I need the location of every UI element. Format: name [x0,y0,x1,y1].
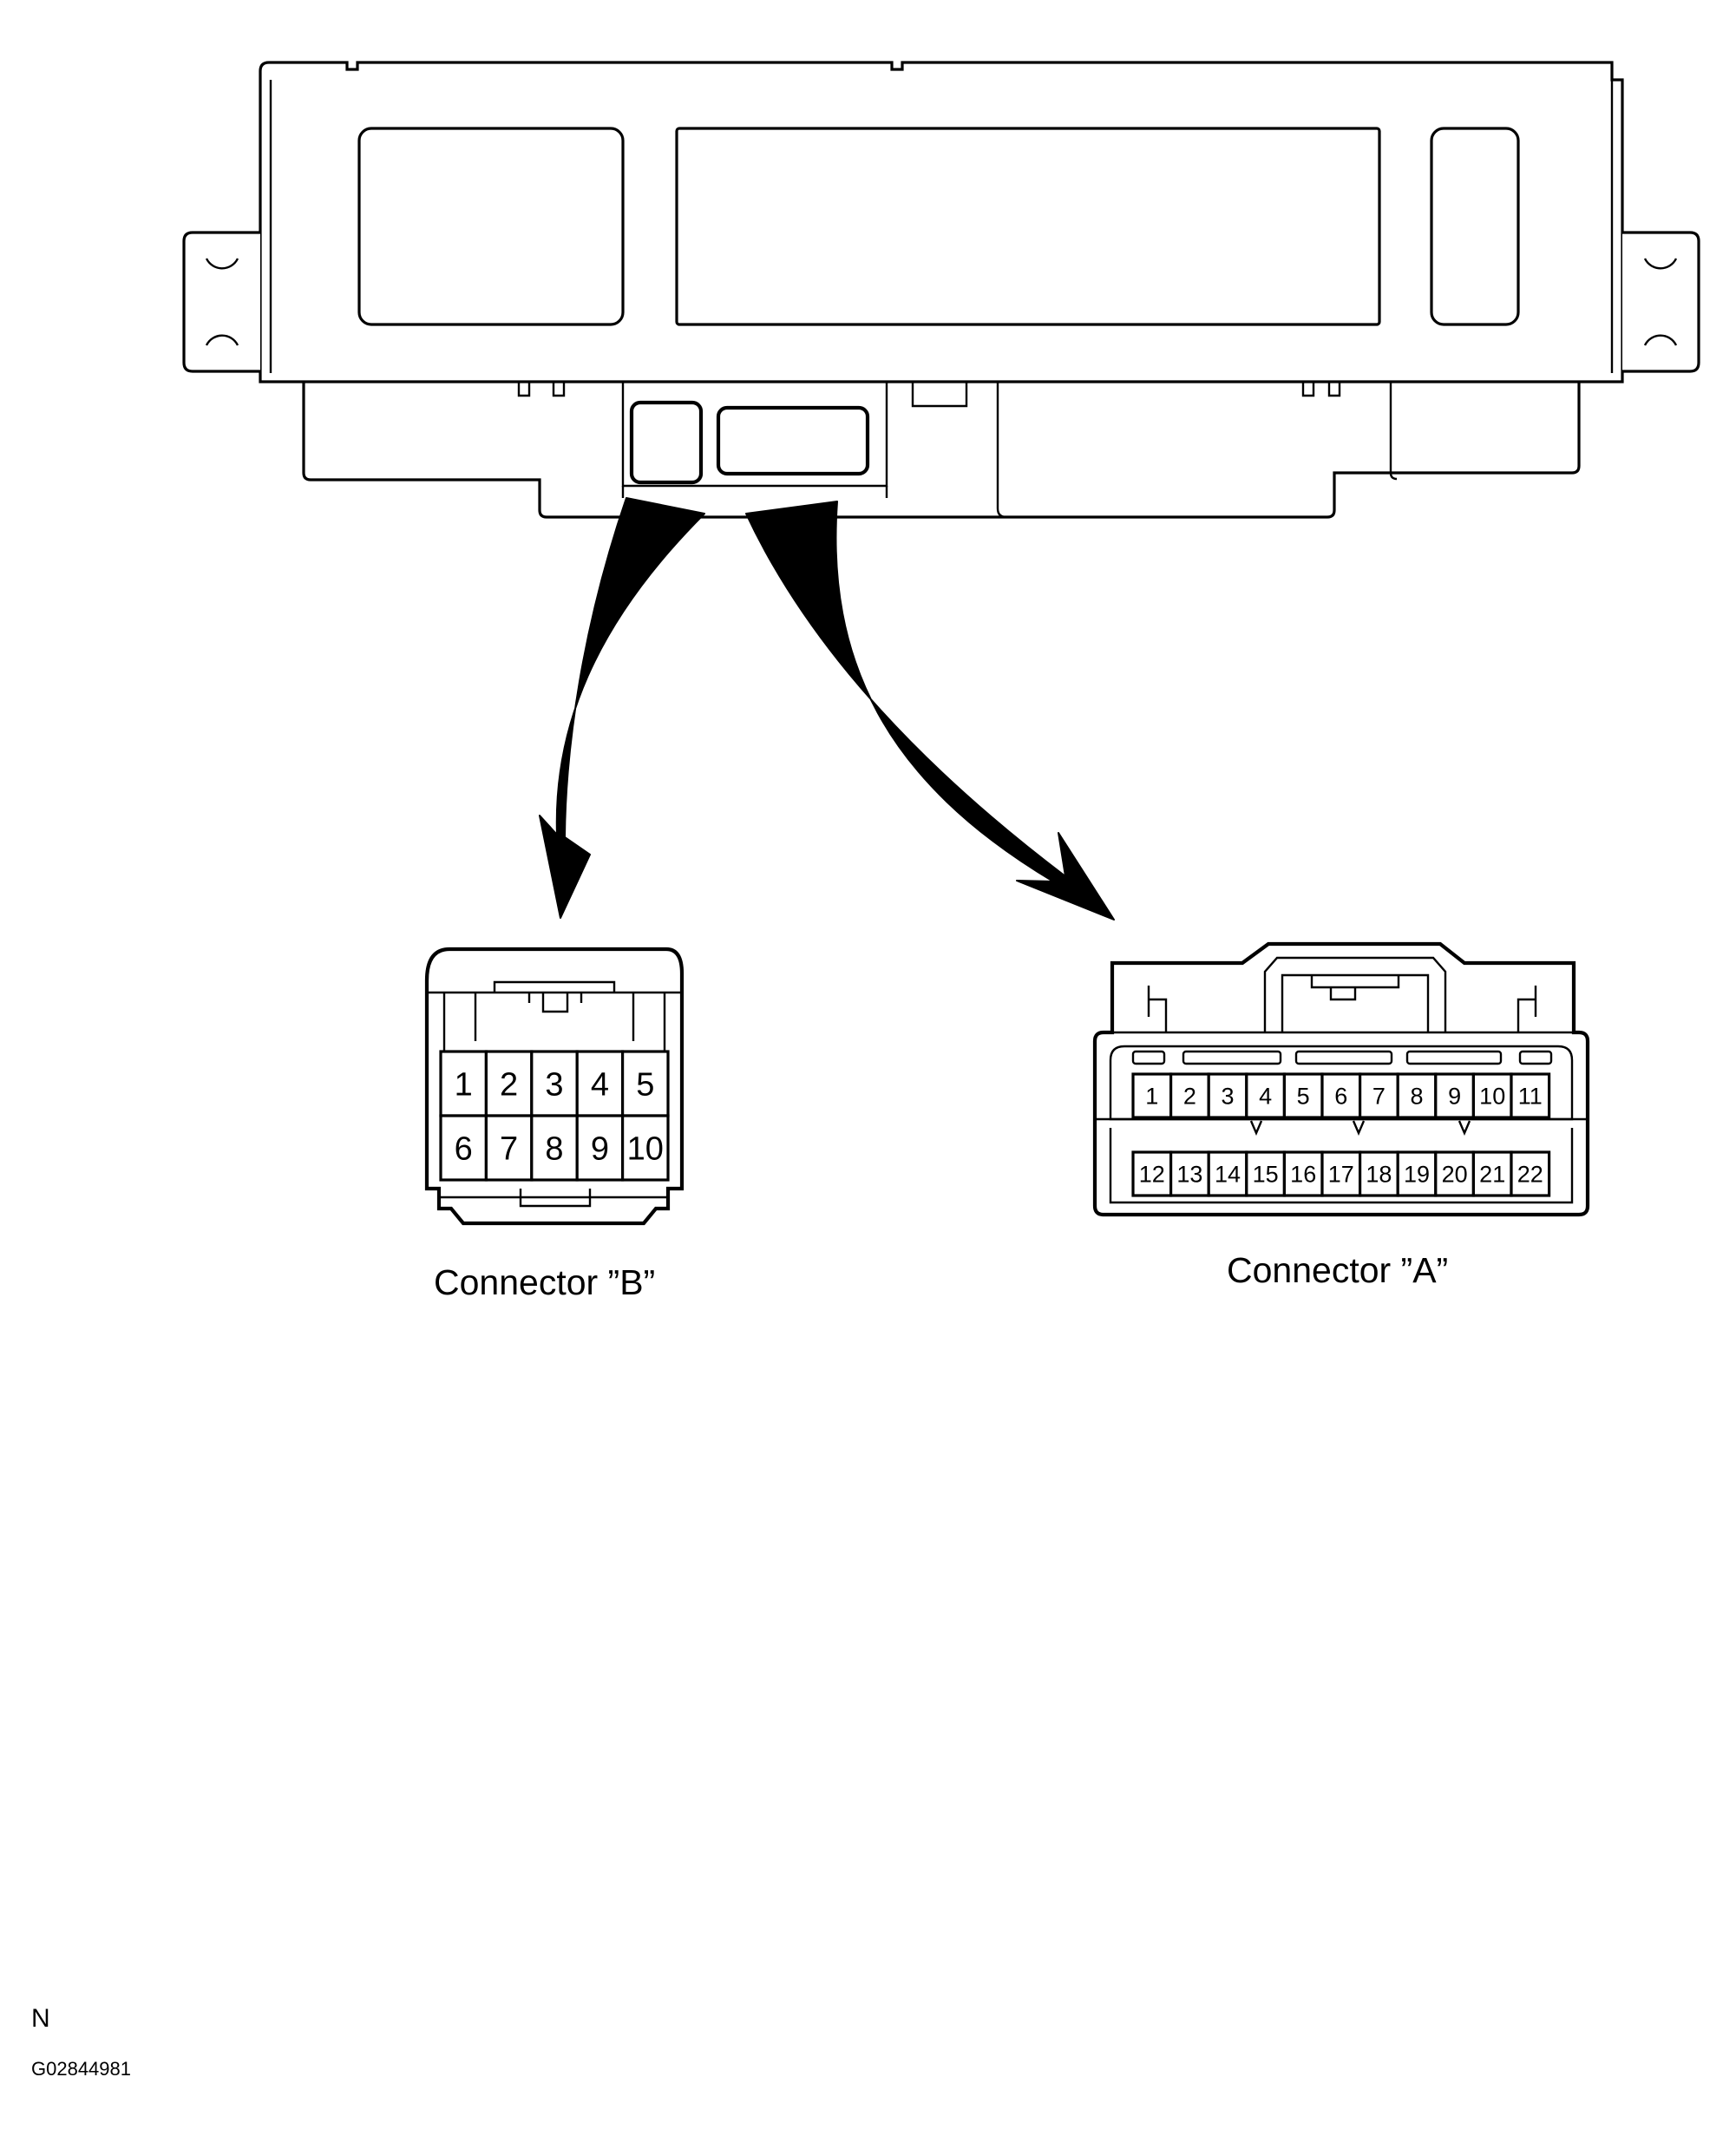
connector-b-pin-number: 3 [545,1067,563,1104]
connector-a-pin-number: 21 [1479,1162,1505,1188]
arrow-to-connector-a [745,501,1115,921]
connector-a-pin-number: 13 [1176,1162,1202,1188]
connector-a-pin-number: 14 [1215,1162,1241,1188]
connector-a-pin-cell [1396,1150,1438,1197]
unit-socket-b [629,400,704,485]
arrow-to-connector-b [539,497,705,919]
connector-a-pin-cell [1282,1072,1324,1119]
connector-a-pin-number: 15 [1253,1162,1279,1188]
connector-a-pin-number: 8 [1410,1084,1423,1110]
unit-housing [182,61,1700,519]
connector-a-pin-number: 4 [1259,1084,1272,1110]
connector-b-pin-number: 5 [636,1067,654,1104]
connector-a-pin-number: 16 [1290,1162,1316,1188]
connector-b-pin-number: 4 [591,1067,609,1104]
connector-b-pin-number: 7 [500,1131,518,1168]
connector-a-pin-cell [1131,1150,1173,1197]
connector-a-pin-cell [1207,1072,1248,1119]
connector-a-pin-number: 6 [1334,1084,1347,1110]
connector-a-pin-cell [1434,1150,1476,1197]
connector-b-pin-cell [575,1114,625,1182]
connector-b-pin-number: 2 [500,1067,518,1104]
connector-b-pin-cell [439,1114,488,1182]
connector-b-pin-cell [620,1050,670,1117]
connector-a-pin-number: 18 [1366,1162,1392,1188]
connector-a-pin-cell [1510,1072,1551,1119]
connector-a-label: Connector ”A” [1227,1250,1448,1290]
connector-a-pin-cell [1510,1150,1551,1197]
connector-a-pin-number: 3 [1221,1084,1234,1110]
connector-a-pin-cell [1169,1072,1210,1119]
connector-a-pin-cell [1320,1150,1362,1197]
connector-a-pin-cell [1169,1150,1210,1197]
connector-a-pin-cell [1358,1150,1399,1197]
connector-a-pin-number: 22 [1517,1162,1543,1188]
connector-b-pin-number: 10 [627,1131,664,1168]
unit-socket-a [716,405,870,476]
corner-letter: N [31,2004,50,2033]
connector-a-pin-number: 11 [1518,1084,1543,1110]
connector-b-pin-number: 1 [455,1067,473,1104]
connector-a-pin-number: 2 [1183,1084,1196,1110]
figure-code: G02844981 [31,2058,131,2080]
connector-a-pin-number: 10 [1479,1084,1505,1110]
connector-a-pin-cell [1320,1072,1362,1119]
connector-a-pin-cell [1358,1072,1399,1119]
connector-a-pin-number: 12 [1139,1162,1165,1188]
connector-b-pin-cell [620,1114,670,1182]
connector-a-pin-number: 17 [1328,1162,1354,1188]
connector-b-label: Connector ”B” [434,1262,655,1302]
connector-a-pin-cell [1207,1150,1248,1197]
connector-a-pin-cell [1282,1150,1324,1197]
connector-a-pin-number: 9 [1448,1084,1461,1110]
connector-a-pin-number: 20 [1442,1162,1468,1188]
connector-b-pin-number: 6 [455,1131,473,1168]
connector-a-pin-number: 19 [1404,1162,1430,1188]
connector-b-pin-number: 9 [591,1131,609,1168]
connector-a-pin-number: 7 [1372,1084,1386,1110]
connector-a-pin-number: 5 [1297,1084,1310,1110]
connector-a-pin-number: 1 [1145,1084,1158,1110]
connector-a-pin-cell [1131,1072,1173,1119]
connector-b-pin-number: 8 [545,1131,563,1168]
connector-a-pin-cell [1396,1072,1438,1119]
